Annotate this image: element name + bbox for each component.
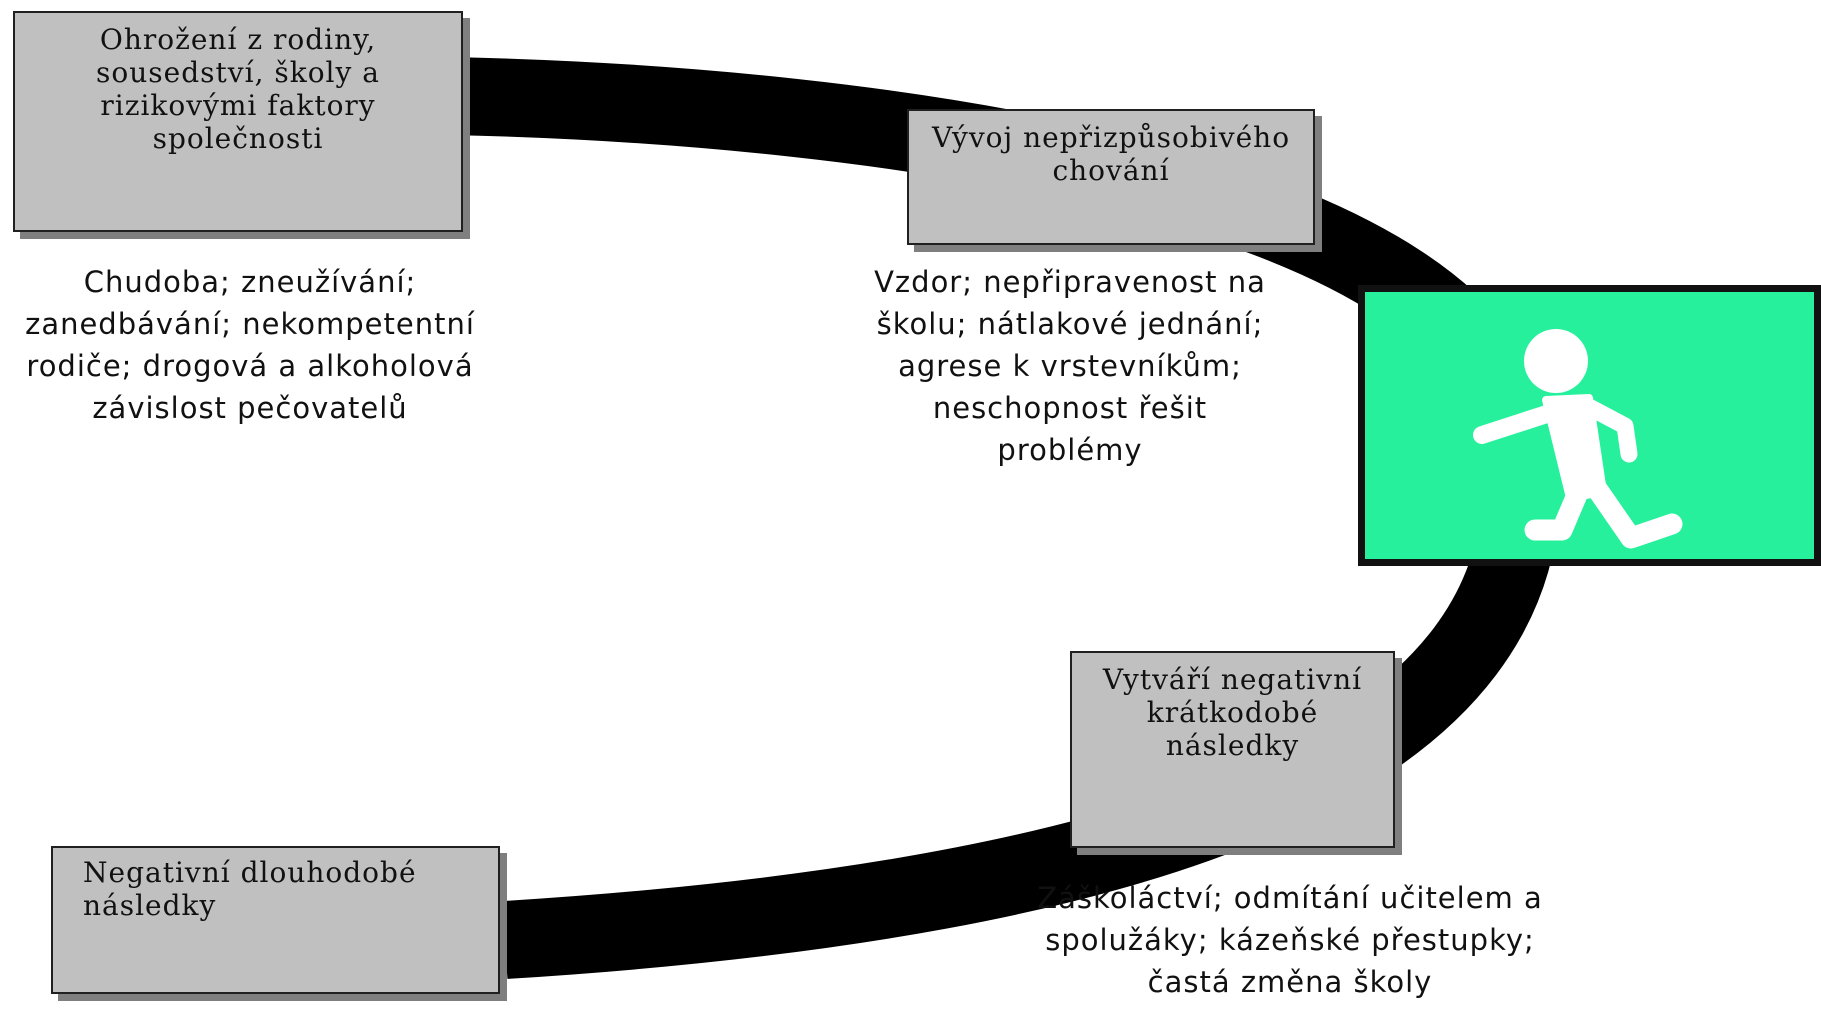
development-description: Vzdor; nepřipravenost na školu; nátlakov… xyxy=(874,265,1266,467)
walker-tile xyxy=(1358,285,1821,566)
threat-box-label: Ohrožení z rodiny, sousedství, školy a r… xyxy=(96,23,380,155)
development-box: Vývoj nepřizpůsobivého chování xyxy=(907,109,1315,245)
long-term-box: Negativní dlouhodobé následky xyxy=(51,846,500,994)
short-term-box: Vytváří negativní krátkodobé následky xyxy=(1070,651,1395,848)
short-term-description: Záškoláctví; odmítání učitelem a spolužá… xyxy=(1037,881,1543,999)
development-box-label: Vývoj nepřizpůsobivého chování xyxy=(931,121,1291,187)
threat-description: Chudoba; zneužívání; zanedbávání; nekomp… xyxy=(25,265,475,425)
walking-person-icon xyxy=(1473,329,1683,549)
long-term-box-label: Negativní dlouhodobé následky xyxy=(83,856,417,922)
threat-box: Ohrožení z rodiny, sousedství, školy a r… xyxy=(13,11,463,232)
short-term-box-label: Vytváří negativní krátkodobé následky xyxy=(1102,663,1363,762)
